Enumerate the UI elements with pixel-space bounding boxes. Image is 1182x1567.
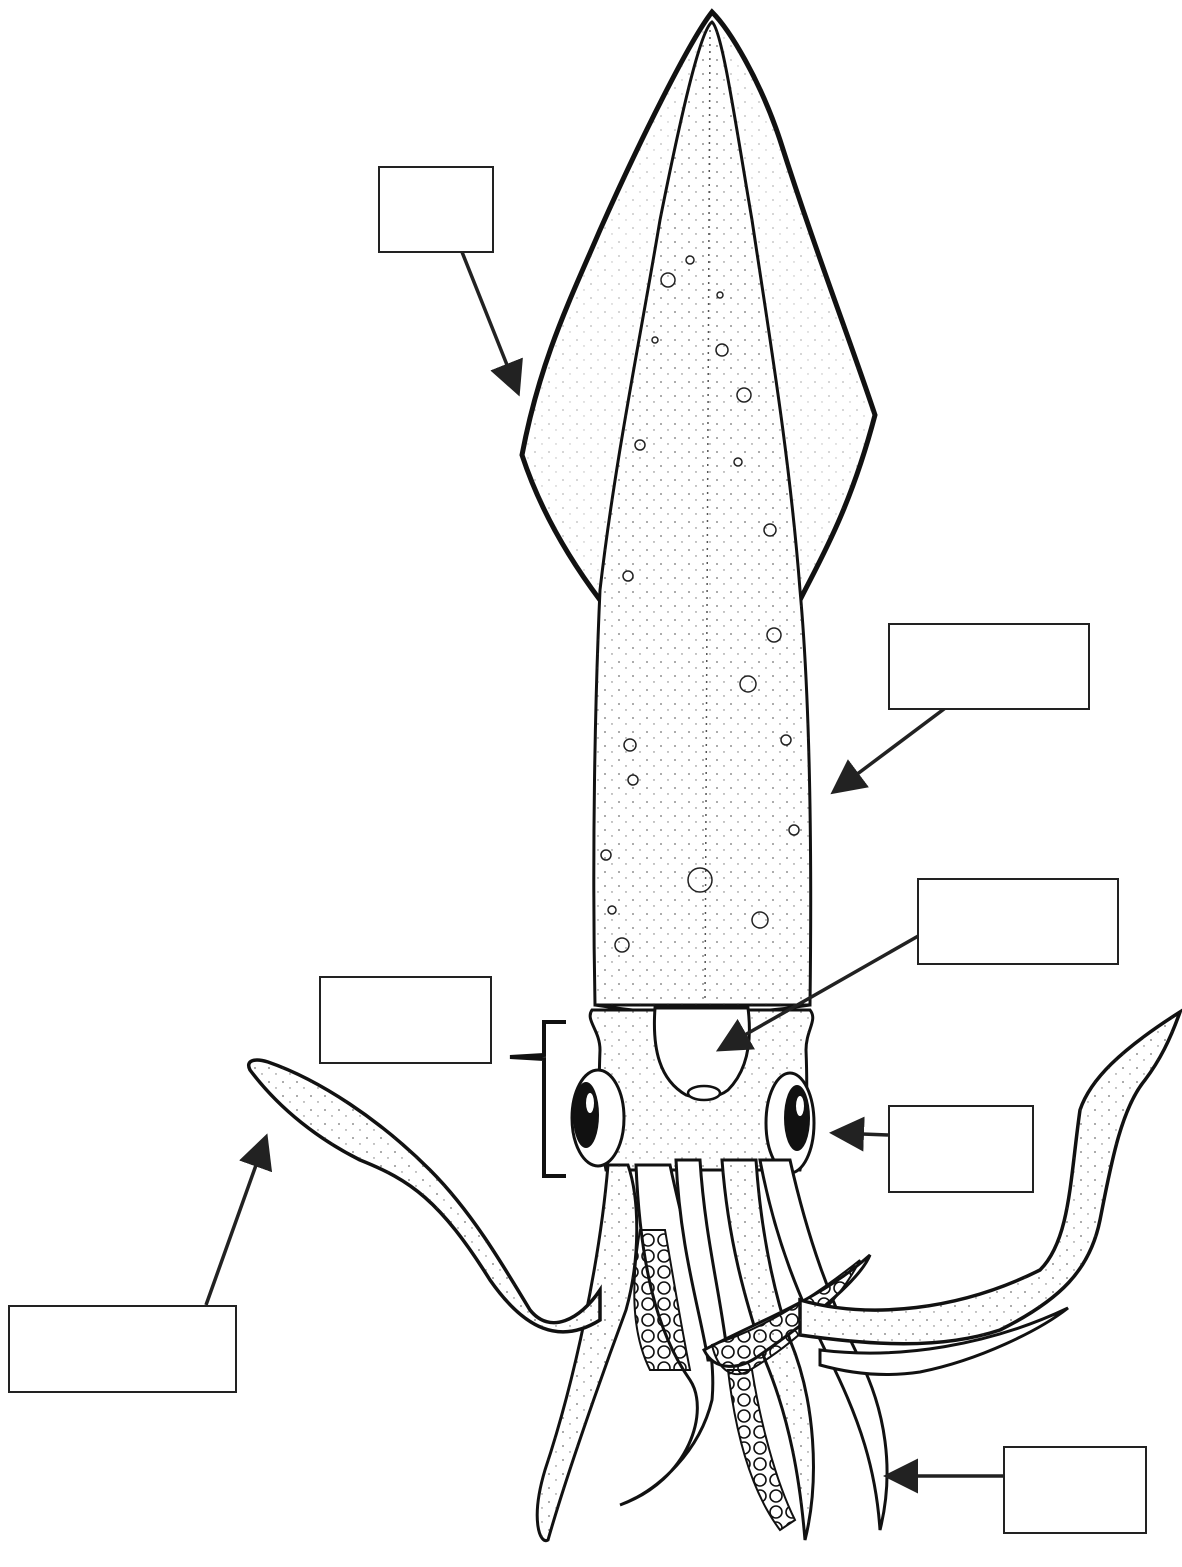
- left-eye: [572, 1070, 624, 1166]
- label-box-fin[interactable]: [378, 166, 494, 253]
- label-box-siphon[interactable]: [917, 878, 1119, 965]
- head-bracket: [510, 1022, 566, 1176]
- label-box-eye[interactable]: [888, 1105, 1034, 1193]
- right-eye: [766, 1073, 814, 1173]
- label-box-tentacle[interactable]: [8, 1305, 237, 1393]
- label-box-arms[interactable]: [1003, 1446, 1147, 1534]
- label-box-head[interactable]: [319, 976, 492, 1064]
- label-box-mantle[interactable]: [888, 623, 1090, 710]
